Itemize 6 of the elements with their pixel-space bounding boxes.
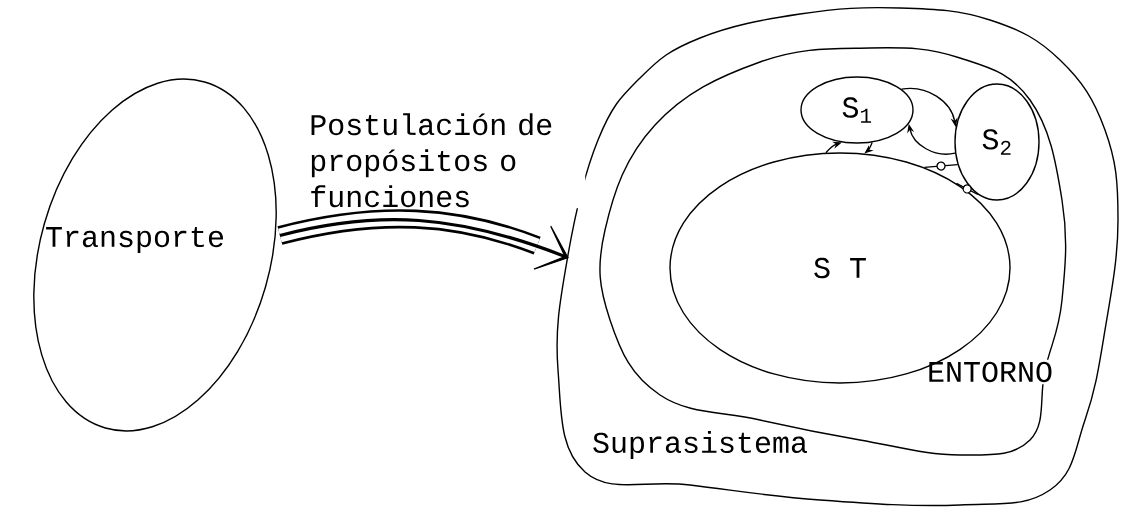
arrow [923,161,959,171]
arrow [955,182,979,196]
ellipse-node: S$_{2}$ [954,83,1040,201]
edge-label: Postulación de propósitos o funciones [308,112,586,209]
arrow [277,209,569,270]
ellipse-node: S$_{1}$ [800,76,914,144]
